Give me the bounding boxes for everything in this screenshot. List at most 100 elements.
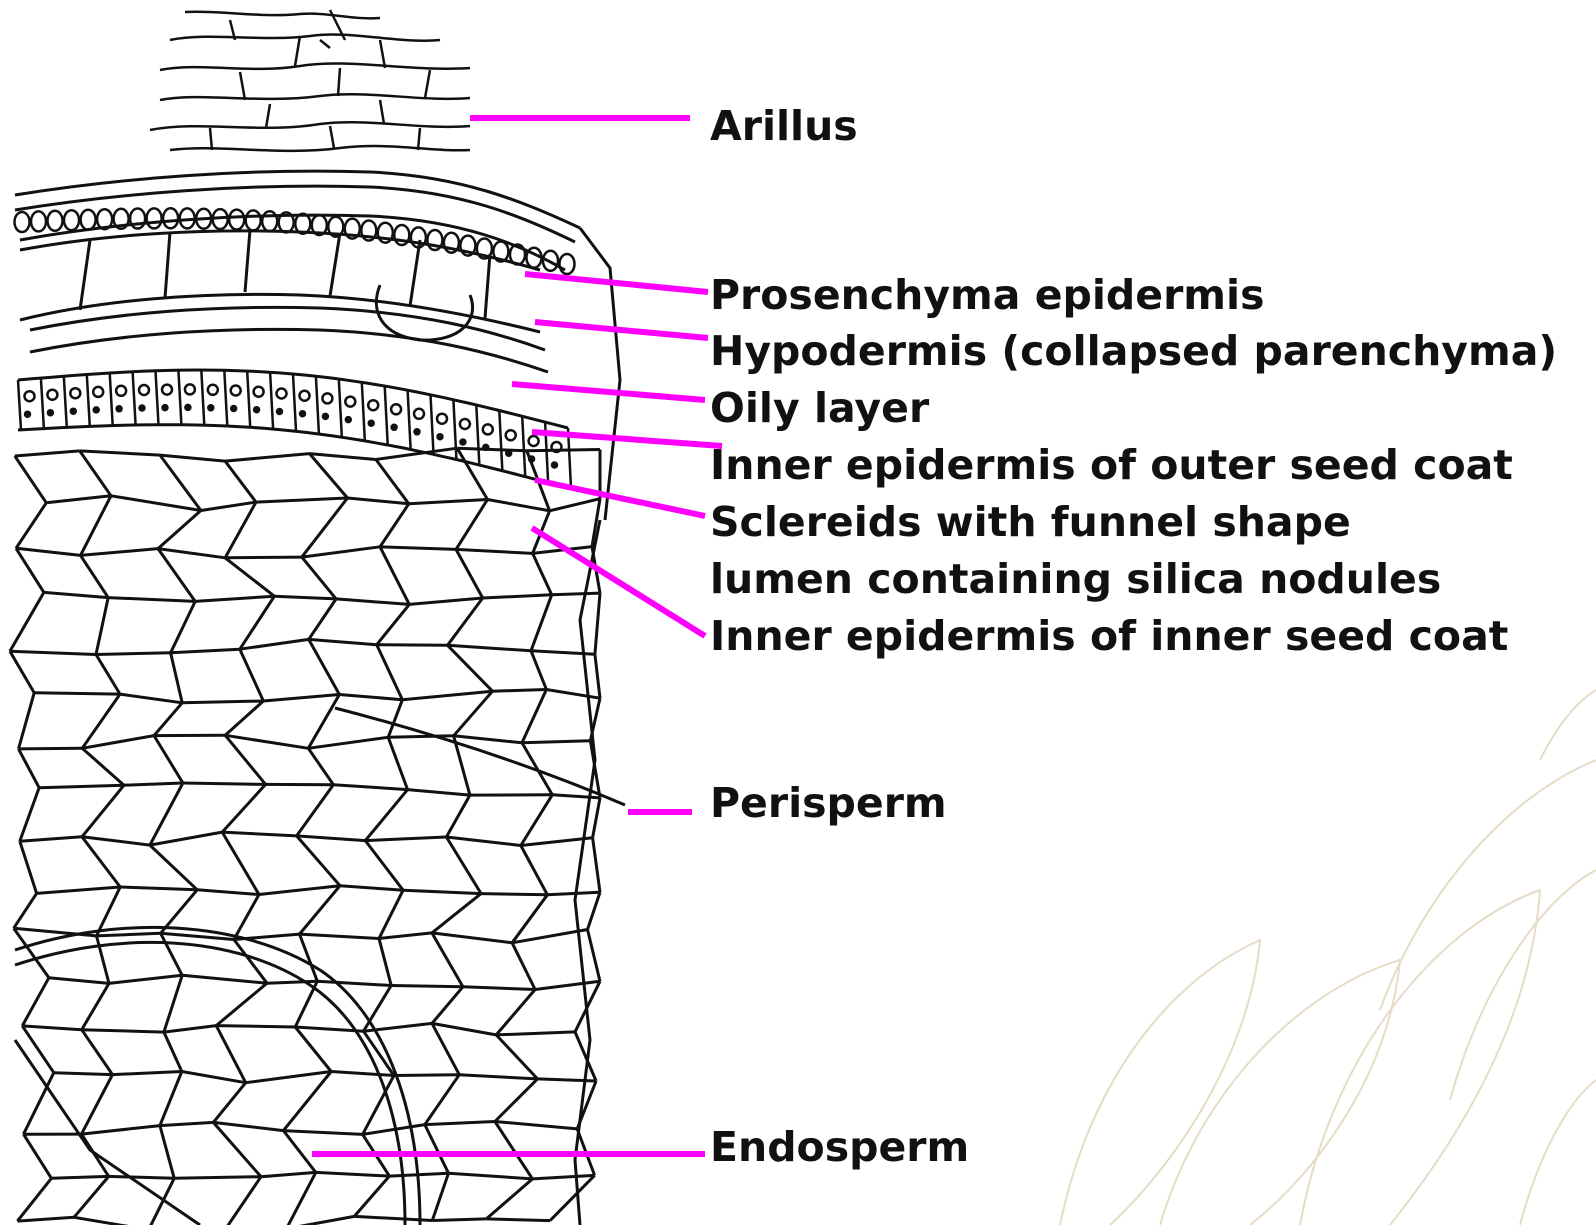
perisperm-cell-wall [124,783,183,785]
oily-cell-wall [64,376,67,427]
oil-droplet [47,390,57,400]
perisperm-cell-wall [150,845,197,890]
epidermis-cell [229,210,244,230]
silica-nodule [163,405,168,410]
epidermis-cell [560,254,575,274]
perisperm-cell-wall [457,448,487,499]
perisperm-cell-wall [339,695,402,700]
perisperm-cell-wall [240,639,309,649]
perisperm-cell-wall [19,749,40,788]
perisperm-cell-wall [546,690,600,699]
perisperm-cell-wall [222,832,259,894]
labels: Arillus Prosenchyma epidermis Hypodermis… [710,102,1557,1171]
perisperm-cell-wall [308,748,333,784]
perisperm-cell-wall [512,895,547,943]
perisperm-cell-wall [448,645,493,691]
perisperm-cell-wall [82,837,120,887]
perisperm-cell-wall [348,498,409,504]
perisperm-cell-wall [17,1178,51,1221]
perisperm-cell-wall [149,1178,175,1225]
perisperm-cell-wall [120,694,182,703]
perisperm-cell-wall [391,986,463,987]
perisperm-cell-wall [456,549,533,553]
oil-droplet [391,404,401,414]
perisperm-cell-wall [286,1216,354,1225]
perisperm-cell-wall [403,890,481,893]
perisperm-cell-wall [283,1131,315,1173]
perisperm-cell-wall [317,981,391,985]
perisperm-cell-wall [488,500,550,511]
perisperm-cell-wall [527,450,600,451]
perisperm-cell-wall [10,651,34,693]
epidermis-cell [147,208,162,228]
silica-nodule [300,411,305,416]
perisperm-cell-wall [522,690,546,743]
perisperm-cell-wall [376,460,409,504]
perisperm-cell-wall [481,894,547,895]
perisperm-cell-wall [425,1122,495,1125]
perisperm-cell-wall [82,983,109,1029]
perisperm-cell-wall [308,695,339,749]
perisperm-cell-wall [171,601,196,652]
perisperm-cell-wall [158,549,225,558]
oily-cell-wall [110,373,113,426]
watermark-leaves [1060,690,1596,1225]
label-prosenchyma-epidermis: Prosenchyma epidermis [710,271,1264,319]
perisperm-cell-wall [197,890,259,895]
silica-nodule [277,409,282,414]
perisperm-cell-wall [82,1126,160,1135]
epidermis-cell [246,210,261,230]
perisperm-cell-wall [109,975,182,983]
perisperm-cell-wall [588,930,601,982]
oil-droplet [529,436,539,446]
oil-droplet [368,400,378,410]
hypodermis-cells [20,230,548,372]
perisperm-cell-wall [225,557,302,558]
perisperm-cell-wall [234,895,259,940]
perisperm-cell-wall [113,1072,182,1075]
label-perisperm: Perisperm [710,779,947,827]
oil-droplet [483,424,493,434]
perisperm-cell-wall [531,595,552,651]
perisperm-cell-wall [486,1179,532,1219]
oily-cell-wall [87,375,90,427]
perisperm-cell-wall [96,655,120,695]
perisperm-cell-wall [377,645,403,700]
leader-oily-layer [512,384,705,400]
perisperm-cell-wall [74,1176,109,1217]
oily-cell-wall [499,411,502,471]
perisperm-cell-wall [222,832,296,836]
perisperm-cell-wall [547,892,600,895]
silica-nodule [231,406,236,411]
perisperm-cell-wall [286,1172,315,1225]
perisperm-cell-wall [394,1075,459,1076]
oil-droplet [70,388,80,398]
perisperm-cell-wall [82,1030,113,1075]
perisperm-cell-wall [160,455,225,461]
perisperm-cell-wall [379,890,403,938]
perisperm-cell-wall [456,500,488,550]
perisperm-cell-wall [225,502,256,558]
label-endosperm: Endosperm [710,1123,969,1171]
silica-nodule [392,425,397,430]
perisperm-cell-wall [150,832,222,845]
perisperm-cell-wall [160,455,201,510]
perisperm-cell-wall [331,1072,394,1076]
perisperm-cell-wall [161,933,183,975]
perisperm-cell-wall [164,1032,182,1071]
leader-prosenchyma-epidermis [525,274,708,292]
perisperm-cell-wall [160,1126,174,1179]
perisperm-cell-wall [425,1125,449,1174]
perisperm-cell-wall [213,1083,245,1123]
oil-droplet [277,389,287,399]
perisperm-cell-wall [171,653,183,703]
perisperm-cell-wall [37,887,121,893]
silica-nodule [71,409,76,414]
perisperm-cell-wall [550,1175,595,1220]
perisperm-cell-wall [97,936,110,984]
perisperm-cell-wall [432,1023,496,1035]
oil-droplet [116,386,126,396]
perisperm-cell-wall [595,654,600,698]
silica-nodule [346,417,351,422]
